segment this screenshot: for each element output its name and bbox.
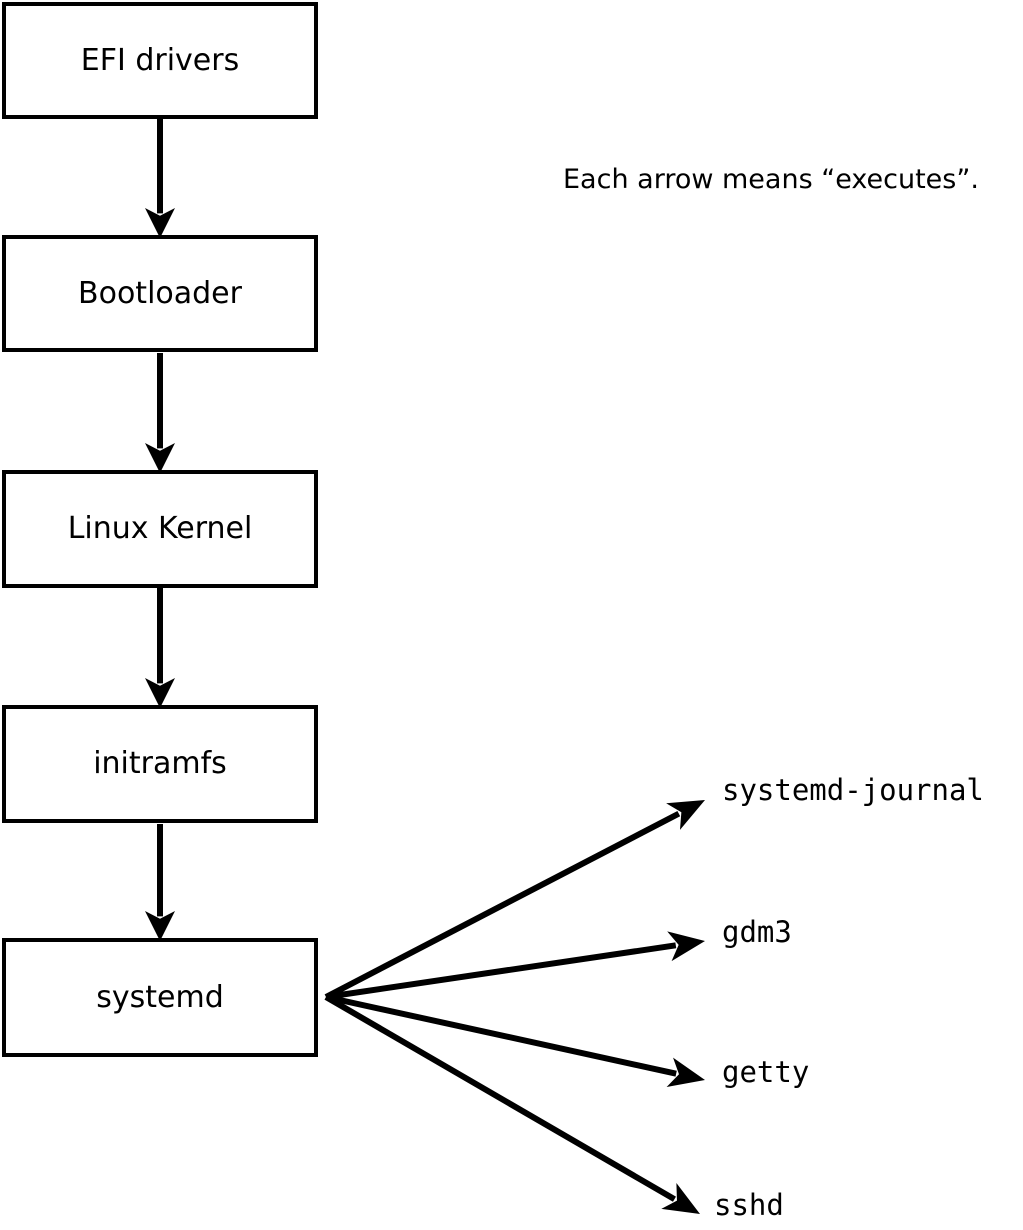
exec-arrow-gdm3-shaft <box>325 942 677 1000</box>
stage-label: EFI drivers <box>80 42 240 78</box>
flow-arrow-kernel-to-initramfs-shaft <box>157 588 163 684</box>
flow-arrow-initramfs-to-systemd-head <box>145 911 175 941</box>
flow-arrow-bootloader-to-kernel-head <box>145 443 175 473</box>
stage-box-efi-drivers[interactable]: EFI drivers <box>2 2 318 119</box>
stage-box-systemd[interactable]: systemd <box>2 938 318 1057</box>
service-label-gdm3[interactable]: gdm3 <box>722 915 792 949</box>
exec-arrow-getty-shaft <box>325 994 677 1077</box>
flow-arrow-kernel-to-initramfs-head <box>145 678 175 708</box>
exec-arrow-sshd-head <box>661 1182 700 1214</box>
stage-label: systemd <box>96 979 224 1015</box>
service-label-getty[interactable]: getty <box>722 1055 810 1089</box>
flow-arrow-initramfs-to-systemd-shaft <box>157 824 163 917</box>
stage-box-bootloader[interactable]: Bootloader <box>2 235 318 352</box>
flow-arrow-efi-to-bootloader-shaft <box>157 119 163 214</box>
exec-arrow-gdm3-head <box>667 931 705 962</box>
stage-label: Bootloader <box>78 275 242 311</box>
arrow-legend-note: Each arrow means “executes”. <box>563 164 979 195</box>
flow-arrow-bootloader-to-kernel-shaft <box>157 353 163 449</box>
exec-arrow-systemd-journal-head <box>666 800 705 830</box>
service-label-systemd-journal[interactable]: systemd-journal <box>722 773 984 807</box>
stage-box-linux-kernel[interactable]: Linux Kernel <box>2 470 318 588</box>
exec-arrow-systemd-journal-shaft <box>324 810 681 1000</box>
flow-arrow-efi-to-bootloader-head <box>145 208 175 238</box>
exec-arrow-getty-head <box>666 1057 705 1087</box>
stage-label: Linux Kernel <box>67 511 253 546</box>
stage-label: initramfs <box>93 746 227 781</box>
exec-arrow-sshd-shaft <box>324 994 676 1202</box>
service-label-sshd[interactable]: sshd <box>714 1188 784 1222</box>
stage-box-initramfs[interactable]: initramfs <box>2 705 318 823</box>
